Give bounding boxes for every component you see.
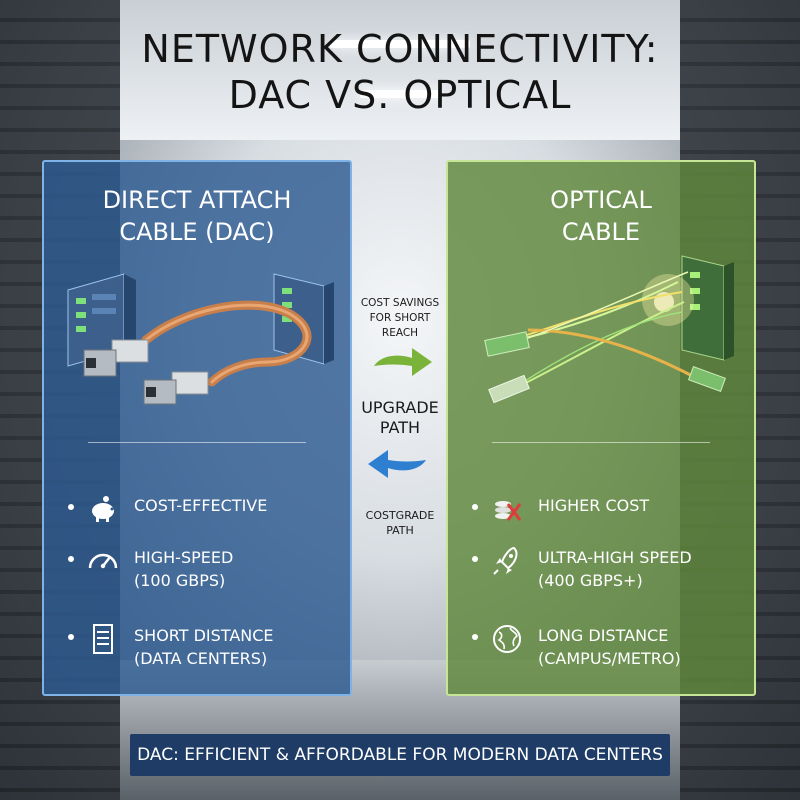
globe-icon — [493, 625, 521, 653]
fiber-connector-icon — [484, 331, 727, 404]
feature-line-1: LONG DISTANCE — [538, 626, 669, 645]
dac-feature-distance: SHORT DISTANCE (DATA CENTERS) — [68, 622, 340, 672]
feature-line-1: HIGH-SPEED — [134, 548, 234, 567]
dac-cable-illustration — [67, 273, 334, 405]
arrow-right-icon — [374, 348, 432, 376]
bullet — [472, 634, 478, 640]
feature-line-1: ULTRA-HIGH SPEED — [538, 548, 692, 567]
optical-divider — [492, 442, 710, 443]
ceiling-light — [330, 40, 470, 48]
optical-feature-distance-text: LONG DISTANCE (CAMPUS/METRO) — [538, 624, 681, 670]
switch-left-icon — [67, 273, 136, 367]
ceiling-light — [360, 90, 440, 98]
optical-cable-illustration — [484, 255, 734, 404]
dac-feature-cost: COST-EFFECTIVE — [68, 492, 340, 542]
feature-line-1: SHORT DISTANCE — [134, 626, 274, 645]
bottom-banner: DAC: EFFICIENT & AFFORDABLE FOR MODERN D… — [130, 734, 670, 776]
title-line-2: DAC VS. OPTICAL — [228, 73, 572, 117]
rocket-icon — [493, 546, 518, 575]
costgrade-path-line-2: PATH — [386, 524, 414, 537]
optical-feature-cost-text: HIGHER COST — [538, 494, 649, 517]
background-ceiling — [120, 0, 680, 140]
coins-cross-icon — [495, 501, 522, 521]
dac-feature-speed-text: HIGH-SPEED (100 GBPS) — [134, 546, 233, 592]
dac-panel: DIRECT ATTACH CABLE (DAC) — [42, 160, 352, 696]
cost-savings-label: COST SAVINGS FOR SHORT REACH — [356, 296, 444, 341]
optical-panel-title: OPTICAL CABLE — [448, 184, 754, 248]
costgrade-path-line-1: COSTGRADE — [365, 509, 435, 522]
bullet — [472, 556, 478, 562]
dac-divider — [88, 442, 306, 443]
upgrade-path-line-2: PATH — [379, 418, 421, 437]
bullet — [68, 504, 74, 510]
optical-feature-speed-text: ULTRA-HIGH SPEED (400 GBPS+) — [538, 546, 692, 592]
feature-line-2: (100 GBPS) — [134, 571, 226, 590]
sfp-connector-icon — [143, 371, 209, 405]
page-title: NETWORK CONNECTIVITY: DAC VS. OPTICAL — [0, 26, 800, 118]
dac-feature-speed: HIGH-SPEED (100 GBPS) — [68, 544, 340, 594]
sfp-connector-icon — [83, 339, 149, 377]
dac-feature-distance-text: SHORT DISTANCE (DATA CENTERS) — [134, 624, 274, 670]
feature-line-1: HIGHER COST — [538, 496, 650, 515]
upgrade-path-label: UPGRADE PATH — [356, 398, 444, 438]
feature-line-2: (DATA CENTERS) — [134, 649, 268, 668]
dac-title-line-2: CABLE (DAC) — [119, 218, 275, 246]
feature-line-1: COST-EFFECTIVE — [134, 496, 268, 515]
dac-title-line-1: DIRECT ATTACH — [102, 186, 292, 214]
dac-panel-title: DIRECT ATTACH CABLE (DAC) — [44, 184, 350, 248]
cost-savings-line-1: COST SAVINGS — [360, 297, 440, 309]
optical-feature-cost: HIGHER COST — [472, 492, 744, 542]
optical-panel: OPTICAL CABLE — [446, 160, 756, 696]
switch-icon — [681, 255, 734, 361]
bullet — [68, 556, 74, 562]
bullet — [472, 504, 478, 510]
feature-line-2: (400 GBPS+) — [538, 571, 643, 590]
feature-line-2: (CAMPUS/METRO) — [538, 649, 681, 668]
title-line-1: NETWORK CONNECTIVITY: — [141, 27, 659, 71]
piggy-bank-icon — [92, 496, 114, 522]
speedometer-icon — [88, 553, 118, 569]
optical-title-line-1: OPTICAL — [550, 186, 652, 214]
costgrade-path-label: COSTGRADE PATH — [356, 508, 444, 538]
optical-feature-distance: LONG DISTANCE (CAMPUS/METRO) — [472, 622, 744, 672]
bullet — [68, 634, 74, 640]
optical-title-line-2: CABLE — [561, 218, 641, 246]
dac-feature-cost-text: COST-EFFECTIVE — [134, 494, 267, 517]
cost-savings-line-2: FOR SHORT REACH — [369, 312, 431, 339]
server-icon — [93, 624, 113, 654]
optical-feature-speed: ULTRA-HIGH SPEED (400 GBPS+) — [472, 544, 744, 594]
upgrade-path-line-1: UPGRADE — [361, 398, 439, 417]
arrow-left-icon — [368, 450, 426, 478]
